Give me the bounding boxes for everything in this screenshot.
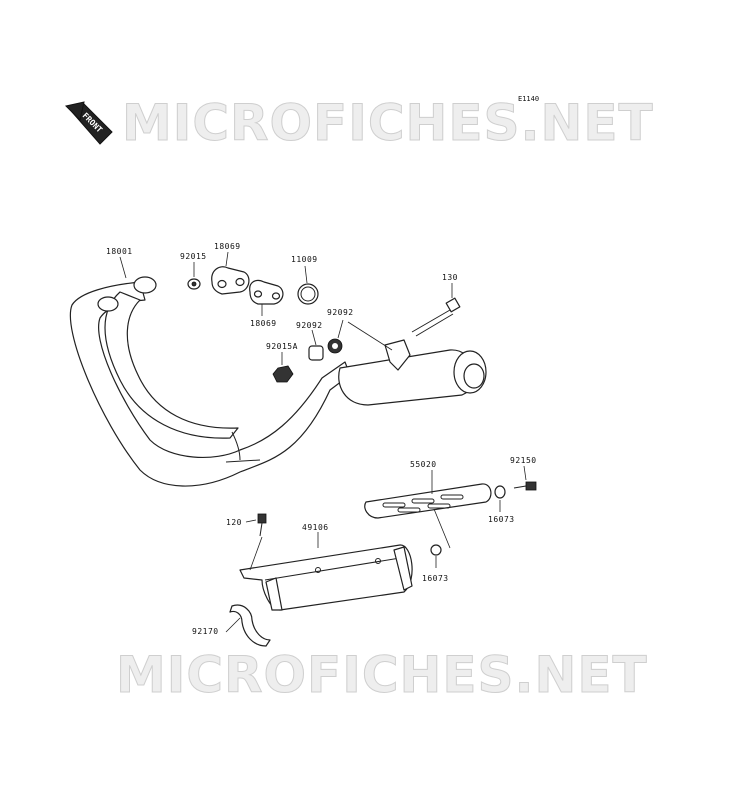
clamp-92092-b [327, 338, 343, 354]
bolt-92150 [513, 481, 537, 491]
muffler [338, 339, 487, 406]
part-label-92092-b: 92092 [296, 321, 323, 330]
diagram-code: E1140 [518, 95, 539, 103]
part-label-92092-a: 92092 [327, 308, 354, 317]
part-label-16073-a: 16073 [488, 515, 515, 524]
watermark-top: MICROFICHES.NET [122, 94, 654, 152]
flange-18069-b [249, 279, 284, 305]
part-label-120: 120 [226, 518, 242, 527]
part-labels: 18001 92015 18069 18069 11009 130 92092 … [106, 242, 537, 636]
part-label-92150: 92150 [510, 456, 537, 465]
flange-18069-a [211, 266, 250, 295]
gasket-11009 [297, 283, 319, 305]
nut-92015A [272, 365, 294, 383]
washer-16073-a [494, 485, 506, 499]
watermark-bottom: MICROFICHES.NET [116, 646, 648, 704]
heat-cover-49106 [239, 544, 413, 611]
bolt-130 [411, 297, 461, 337]
part-label-18069-a: 18069 [214, 242, 241, 251]
part-label-49106: 49106 [302, 523, 329, 532]
part-label-16073-b: 16073 [422, 574, 449, 583]
collar-92092-a [308, 345, 324, 361]
washer-16073-b [430, 544, 442, 556]
part-label-92015: 92015 [180, 252, 207, 261]
front-arrow-icon: FRONT [65, 101, 113, 145]
heat-guard-55020 [364, 483, 492, 519]
part-label-11009: 11009 [291, 255, 318, 264]
leader-lines [119, 251, 527, 633]
part-label-130: 130 [442, 273, 458, 282]
bolt-120 [257, 513, 267, 537]
part-label-18001: 18001 [106, 247, 133, 256]
clamp-92170 [229, 604, 271, 647]
part-label-92015A: 92015A [266, 342, 298, 351]
exhaust-pipe-18001 [69, 276, 351, 487]
part-label-18069-b: 18069 [250, 319, 277, 328]
part-label-92170: 92170 [192, 627, 219, 636]
nut-92015 [187, 278, 201, 290]
part-label-55020: 55020 [410, 460, 437, 469]
